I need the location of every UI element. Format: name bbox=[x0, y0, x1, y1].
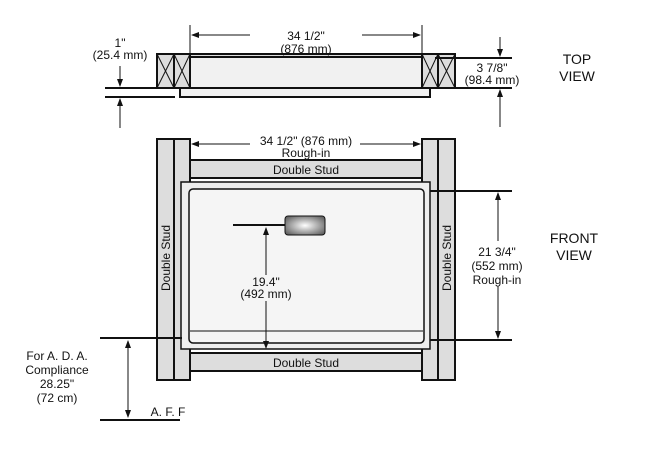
height-sub: Rough-in bbox=[473, 273, 522, 287]
sensor-icon bbox=[284, 215, 326, 236]
bottom-double-stud bbox=[189, 352, 423, 372]
top-left-studs bbox=[156, 53, 191, 89]
ada-dimension-lines bbox=[100, 337, 182, 421]
depth-in: 3 7/8" bbox=[477, 61, 508, 75]
depth-dimension-lines bbox=[435, 57, 512, 89]
flange-in: 1" bbox=[115, 36, 126, 50]
top-right-studs bbox=[421, 53, 456, 89]
sensor-height-mm: (492 mm) bbox=[240, 287, 291, 301]
floor-label: A. F. F bbox=[151, 405, 186, 419]
front-view-title-1: FRONT bbox=[550, 230, 599, 246]
ada-line-3: 28.25" bbox=[40, 377, 74, 391]
top-width-in: 34 1/2" bbox=[287, 29, 325, 43]
top-stud-label: Double Stud bbox=[273, 163, 339, 177]
ada-line-1: For A. D. A. bbox=[26, 349, 87, 363]
sensor-height-in: 19.4" bbox=[252, 275, 280, 289]
top-width-mm: (876 mm) bbox=[280, 42, 331, 56]
front-width-label: 34 1/2" (876 mm) bbox=[260, 134, 352, 148]
depth-mm: (98.4 mm) bbox=[465, 73, 520, 87]
height-mm: (552 mm) bbox=[471, 259, 522, 273]
top-width-extension-lines bbox=[189, 25, 423, 57]
flange-dimension-lines bbox=[105, 87, 175, 98]
front-view-title-2: VIEW bbox=[556, 247, 593, 263]
front-view: Double Stud Double Stud Double Stud Doub… bbox=[25, 134, 599, 421]
top-view: 34 1/2" (876 mm) 1" (25.4 mm) 3 7/8" (98… bbox=[93, 25, 596, 128]
bottom-stud-label: Double Stud bbox=[273, 356, 339, 370]
top-view-title-1: TOP bbox=[563, 51, 592, 67]
height-in: 21 3/4" bbox=[478, 245, 516, 259]
flange-mm: (25.4 mm) bbox=[93, 48, 148, 62]
ada-line-4: (72 cm) bbox=[37, 391, 78, 405]
front-width-sub: Rough-in bbox=[282, 146, 331, 160]
height-dimension-lines bbox=[430, 190, 512, 341]
unit-front-panel bbox=[188, 188, 425, 344]
left-stud-label: Double Stud bbox=[159, 225, 173, 291]
right-stud-label: Double Stud bbox=[440, 225, 454, 291]
top-view-title-2: VIEW bbox=[559, 68, 596, 84]
right-stud-outer bbox=[437, 138, 456, 381]
top-double-stud bbox=[189, 159, 423, 179]
ada-line-2: Compliance bbox=[25, 363, 89, 377]
top-unit-body bbox=[189, 56, 423, 89]
top-flange bbox=[179, 87, 431, 98]
